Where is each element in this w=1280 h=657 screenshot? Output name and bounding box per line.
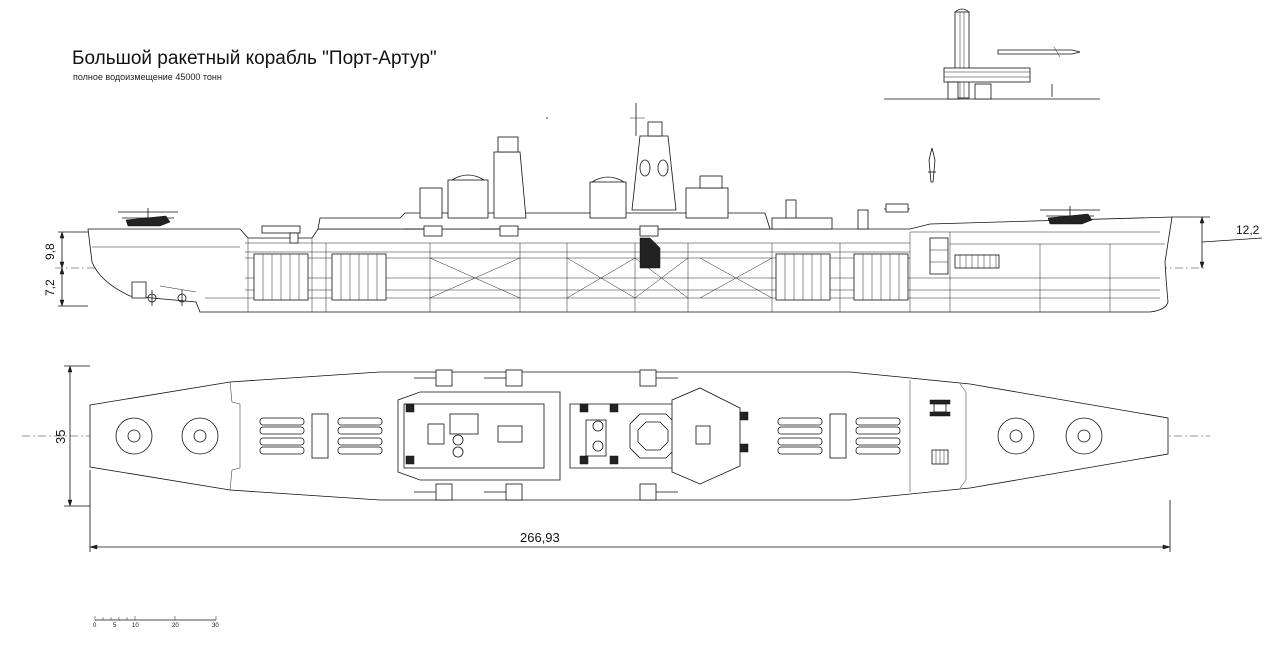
length-dimension-label: 266,93 — [520, 530, 560, 545]
side-profile-view: 9,8 7,2 12,2 — [43, 103, 1263, 313]
bow-height-dimension: 12,2 — [1172, 216, 1263, 269]
superstructure-side — [261, 103, 909, 244]
length-dimension: 266,93 — [89, 470, 1171, 552]
draft-dimension-label: 7,2 — [43, 279, 57, 296]
drawing-title: Большой ракетный корабль "Порт-Артур" — [72, 48, 437, 69]
scale-bar: 0 5 10 20 30 — [93, 616, 219, 629]
helicopter-bow-icon — [1040, 206, 1100, 225]
vls-cells-plan — [259, 413, 901, 459]
launcher-detail-inset — [884, 8, 1100, 100]
gun-turrets-side — [404, 225, 680, 269]
scale-tick-0: 0 — [93, 623, 97, 629]
propellers-icon — [131, 281, 197, 306]
helipad-aft — [115, 417, 219, 455]
beam-dimension-label: 35 — [53, 430, 68, 444]
scale-tick-30: 30 — [212, 623, 219, 629]
helipad-bow — [997, 417, 1103, 455]
plan-view: 35 266,93 — [22, 365, 1210, 552]
vls-cells-side — [253, 237, 1000, 301]
bow-height-label: 12,2 — [1236, 223, 1260, 237]
scale-tick-20: 20 — [172, 623, 179, 629]
freeboard-dimension-label: 9,8 — [43, 243, 57, 260]
scale-tick-10: 10 — [132, 623, 139, 629]
beam-dimension: 35 — [53, 365, 90, 507]
gun-turrets-plan — [405, 369, 749, 501]
superstructure-plan — [397, 387, 741, 485]
helicopter-aft-icon — [118, 208, 178, 227]
bow-fittings — [929, 399, 951, 465]
height-dimensions: 9,8 7,2 — [43, 231, 88, 307]
scale-tick-5: 5 — [113, 623, 117, 629]
displacement-subtitle: полное водоизмещение 45000 тонн — [73, 72, 222, 82]
